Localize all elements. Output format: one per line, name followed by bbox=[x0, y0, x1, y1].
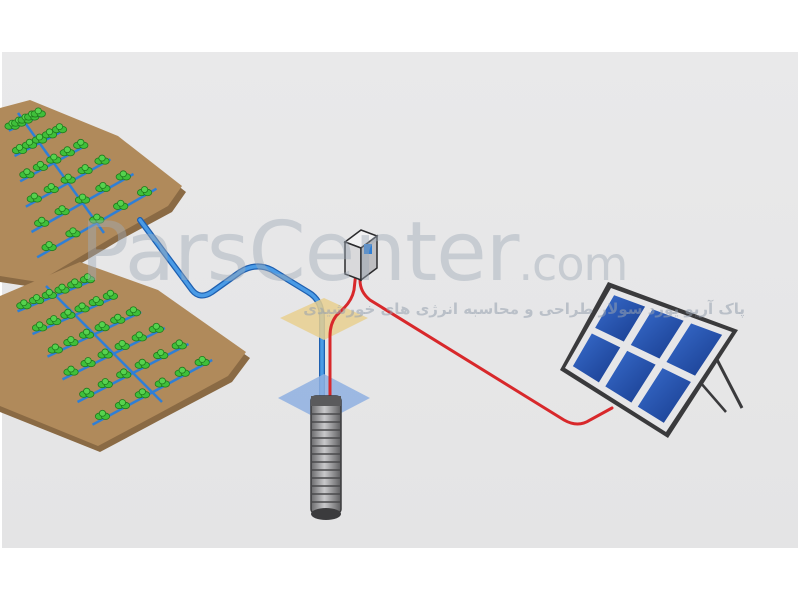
plant-icon bbox=[73, 138, 89, 149]
supply-line bbox=[16, 112, 106, 234]
plant-icon bbox=[77, 164, 93, 175]
plant-icon bbox=[34, 216, 50, 227]
power-cable-to-pump bbox=[328, 270, 358, 402]
plant-icon bbox=[102, 289, 119, 300]
plant-icon bbox=[174, 366, 190, 377]
plant-icon bbox=[94, 321, 110, 332]
plant-icon bbox=[46, 153, 62, 164]
plant-icon bbox=[47, 343, 63, 354]
plant-icon bbox=[74, 193, 91, 204]
plant-icon bbox=[74, 302, 90, 313]
plant-icon bbox=[131, 331, 147, 342]
plant-icon bbox=[51, 123, 68, 134]
plant-icon bbox=[16, 299, 32, 310]
plant-icon bbox=[63, 365, 79, 376]
plant-icon bbox=[32, 160, 48, 171]
plant-icon bbox=[110, 313, 126, 324]
plant-icon bbox=[136, 186, 153, 197]
plant-icon bbox=[28, 294, 45, 305]
submersible-pump-icon bbox=[310, 395, 342, 520]
plant-icon bbox=[11, 143, 28, 154]
plant-icon bbox=[153, 349, 169, 360]
plant-icon bbox=[94, 409, 111, 420]
plant-icon bbox=[54, 283, 70, 294]
power-cable bbox=[358, 270, 614, 426]
crop-field-icon bbox=[0, 100, 250, 452]
plant-icon bbox=[115, 170, 131, 181]
plant-icon bbox=[148, 322, 164, 333]
plant-icon bbox=[116, 368, 132, 379]
plant-icon bbox=[134, 388, 150, 399]
plant-icon bbox=[78, 328, 95, 339]
solar-cell bbox=[601, 346, 660, 407]
solar-panel-icon bbox=[560, 282, 744, 438]
plant-icon bbox=[46, 315, 62, 326]
watermark-brand: ParsCenter.com bbox=[80, 205, 628, 300]
pump-controller-icon bbox=[343, 229, 379, 282]
plant-icon bbox=[26, 192, 42, 203]
plant-icon bbox=[97, 378, 113, 389]
plant-icon bbox=[59, 146, 75, 157]
plant-icon bbox=[154, 377, 170, 388]
controller-ground-marker bbox=[280, 298, 368, 340]
plant-icon bbox=[89, 213, 105, 224]
plant-icon bbox=[80, 357, 96, 368]
solar-cell bbox=[633, 364, 696, 427]
plant-icon bbox=[95, 181, 111, 192]
plant-icon bbox=[65, 227, 81, 238]
plant-icon bbox=[43, 183, 59, 194]
plant-icon bbox=[31, 321, 48, 332]
supply-line bbox=[45, 285, 163, 403]
solar-cell bbox=[590, 291, 650, 346]
plant-icon bbox=[97, 348, 113, 359]
solar-cell bbox=[568, 329, 625, 387]
plant-icon bbox=[194, 355, 210, 366]
plant-icon bbox=[94, 154, 110, 165]
plant-icon bbox=[19, 168, 35, 179]
plant-icon bbox=[67, 278, 83, 289]
solar-cell bbox=[662, 319, 727, 380]
plant-icon bbox=[31, 133, 48, 144]
plant-icon bbox=[60, 173, 76, 184]
plant-icon bbox=[114, 399, 131, 410]
plant-icon bbox=[41, 241, 57, 252]
field-plot-upper bbox=[0, 100, 186, 288]
plant-icon bbox=[54, 205, 70, 216]
plant-icon bbox=[60, 308, 76, 319]
plant-icon bbox=[30, 107, 46, 118]
plant-icon bbox=[113, 199, 129, 210]
plant-icon bbox=[79, 387, 95, 398]
plant-icon bbox=[79, 273, 96, 284]
plant-icon bbox=[125, 306, 141, 317]
watermark-tagline: پاک آریو یورد سولار طراحی و محاسبه انرژی… bbox=[303, 300, 745, 318]
plant-icon bbox=[171, 339, 187, 350]
plant-icon bbox=[21, 138, 38, 149]
plant-icon bbox=[114, 339, 130, 350]
field-plot-lower bbox=[0, 262, 250, 452]
plant-icon bbox=[134, 358, 150, 369]
plant-icon bbox=[63, 336, 79, 347]
plant-icon bbox=[41, 288, 57, 299]
plant-icon bbox=[88, 296, 104, 307]
solar-cell bbox=[626, 305, 689, 363]
